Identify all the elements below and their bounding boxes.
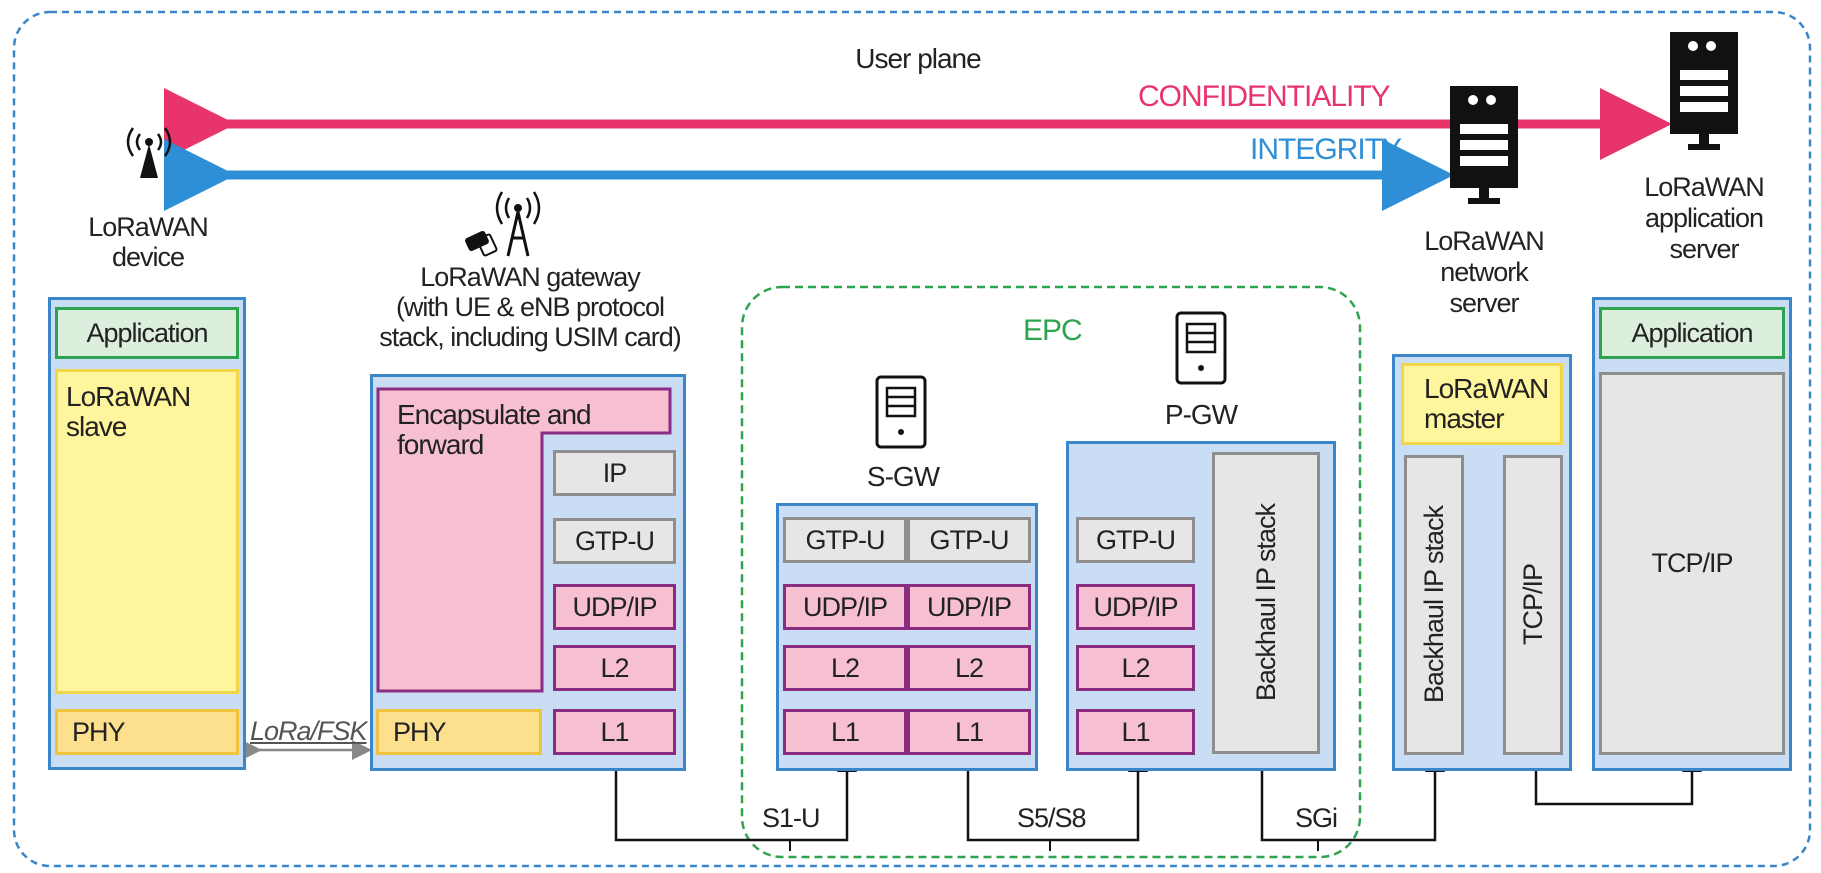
encapsulate-label-line1: Encapsulate and <box>397 399 592 430</box>
pgw-gtpu-layer: GTP-U <box>1076 517 1195 563</box>
sgw-udpip-left: UDP/IP <box>783 584 907 630</box>
sgw-udpip-right: UDP/IP <box>907 584 1031 630</box>
sgw-gtpu-left: GTP-U <box>783 517 907 563</box>
gateway-gtpu-layer: GTP-U <box>553 518 676 564</box>
network-server-icon <box>1450 86 1518 204</box>
epc-frame <box>740 285 1362 859</box>
device-slave-layer: LoRaWAN slave <box>55 369 239 694</box>
encapsulate-layer <box>376 387 672 693</box>
sgw-gtpu-right: GTP-U <box>907 517 1031 563</box>
sgw-l2-left: L2 <box>783 645 907 691</box>
outer-frame <box>12 10 1812 868</box>
s1u-label: S1-U <box>762 803 821 833</box>
network-master-layer: LoRaWAN master <box>1401 363 1563 445</box>
s5s8-connector <box>966 752 1148 842</box>
sgw-name: S-GW <box>866 461 940 492</box>
gateway-name: LoRaWAN gateway (with UE & eNB protocol … <box>379 262 682 352</box>
device-phy-layer: PHY <box>55 709 239 755</box>
application-server-name: LoRaWAN application server <box>1644 172 1765 264</box>
device-application-layer: Application <box>55 307 239 359</box>
integrity-label: INTEGRITY <box>1250 133 1402 166</box>
pgw-l2-layer: L2 <box>1076 645 1195 691</box>
sgw-server-icon <box>875 375 927 449</box>
epc-label: EPC <box>1023 314 1083 347</box>
pgw-name: P-GW <box>1164 399 1238 430</box>
confidentiality-label: CONFIDENTIALITY <box>1138 80 1391 113</box>
app-application-layer: Application <box>1599 307 1785 359</box>
s5s8-label: S5/S8 <box>1017 803 1087 833</box>
gateway-phy-layer: PHY <box>376 709 542 755</box>
network-backhaul-layer: Backhaul IP stack <box>1404 455 1464 755</box>
gateway-l2-layer: L2 <box>553 645 676 691</box>
application-server-icon <box>1670 32 1738 150</box>
gateway-antenna-icon <box>465 191 541 257</box>
pgw-backhaul-layer: Backhaul IP stack <box>1212 452 1320 754</box>
encapsulate-label-line2: forward <box>397 429 484 460</box>
sgi-label: SGi <box>1295 803 1338 833</box>
device-name: LoRaWAN device <box>88 212 209 272</box>
sgw-l1-right: L1 <box>907 709 1031 755</box>
sgw-l1-left: L1 <box>783 709 907 755</box>
gateway-udpip-layer: UDP/IP <box>553 584 676 630</box>
network-server-name: LoRaWAN network server <box>1424 226 1545 318</box>
ns-app-connector <box>1534 752 1702 806</box>
s1u-connector <box>614 752 857 842</box>
pgw-l1-layer: L1 <box>1076 709 1195 755</box>
app-tcpip-layer: TCP/IP <box>1599 372 1785 755</box>
gateway-l1-layer: L1 <box>553 709 676 755</box>
network-tcpip-layer: TCP/IP <box>1503 455 1563 755</box>
sgi-connector <box>1260 752 1445 842</box>
lora-fsk-label: LoRa/FSK <box>250 716 368 746</box>
gateway-ip-layer: IP <box>553 450 676 496</box>
user-plane-label: User plane <box>855 43 981 74</box>
device-antenna-icon <box>126 127 172 178</box>
pgw-server-icon <box>1175 311 1227 385</box>
pgw-udpip-layer: UDP/IP <box>1076 584 1195 630</box>
sgw-l2-right: L2 <box>907 645 1031 691</box>
